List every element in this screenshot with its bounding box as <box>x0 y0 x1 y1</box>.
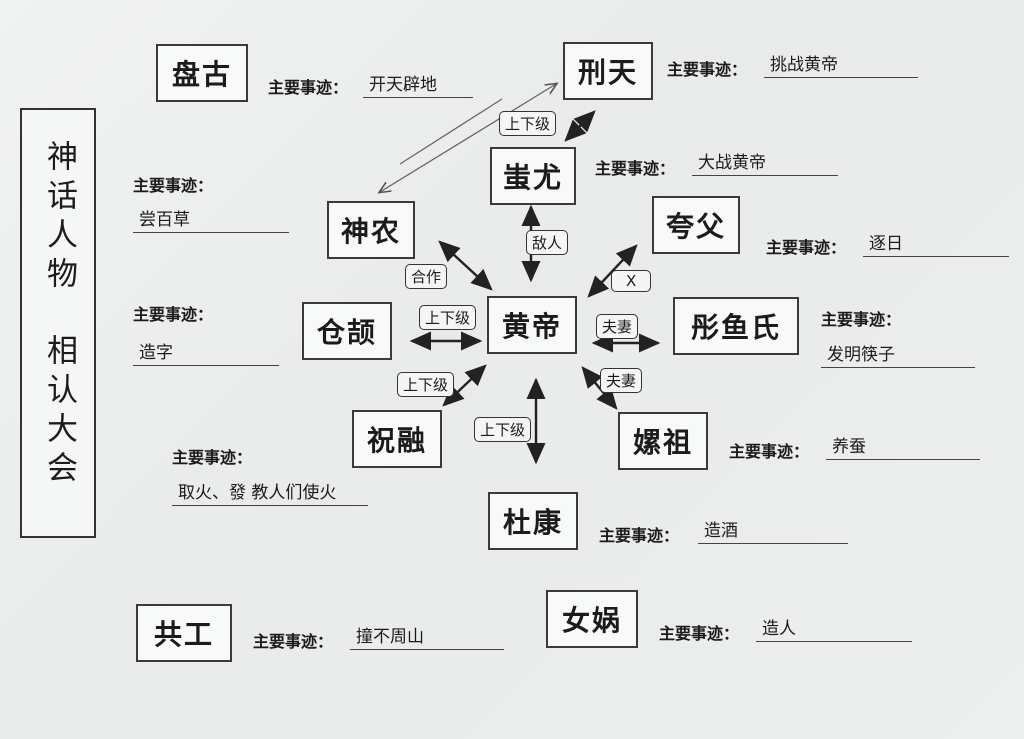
arrow-zhurong-huangdi <box>442 364 487 407</box>
fact-label-zhurong: 主要事迹： <box>172 448 253 467</box>
name-huangdi: 黄帝 <box>501 310 562 343</box>
title-box: 神话人物 相认大会 <box>20 108 96 538</box>
rel-tongyushi-huangdi: 夫妻 <box>596 314 639 339</box>
name-tongyushi: 彤鱼氏 <box>690 311 781 344</box>
box-xingtian: 刑天 <box>563 42 653 100</box>
box-kuafu: 夸父 <box>652 196 740 254</box>
fact-dukang: 造酒 <box>698 516 848 544</box>
rel-kuafu-huangdi: X <box>611 270 652 292</box>
rel-dukang-huangdi: 上下级 <box>474 417 532 442</box>
rel-shennong-xingtian: 上下级 <box>499 111 557 136</box>
name-pangu: 盘古 <box>171 58 232 91</box>
title-line-2: 相认大会 <box>41 334 77 490</box>
fact-label-dukang: 主要事迹： <box>599 526 680 545</box>
rel-leizu-huangdi: 夫妻 <box>600 368 643 393</box>
rel-zhurong-huangdi: 上下级 <box>397 372 455 397</box>
fact-zhurong: 取火、發 教人们使火 <box>172 478 368 506</box>
name-cangjie: 仓颉 <box>316 316 377 349</box>
arrow-shennong-huangdi <box>438 240 493 291</box>
fact-cangjie: 造字 <box>133 338 279 366</box>
fact-kuafu: 逐日 <box>863 229 1009 257</box>
rel-cangjie-huangdi: 上下级 <box>419 305 477 330</box>
fact-pangu: 开天辟地 <box>363 70 473 98</box>
box-huangdi: 黄帝 <box>487 296 577 354</box>
name-leizu: 嫘祖 <box>632 426 693 459</box>
fact-shennong: 尝百草 <box>133 205 289 233</box>
fact-label-leizu: 主要事迹： <box>729 442 810 461</box>
fact-label-nvwa: 主要事迹： <box>659 624 740 643</box>
box-cangjie: 仓颉 <box>302 302 392 360</box>
fact-label-xingtian: 主要事迹： <box>667 60 748 79</box>
box-tongyushi: 彤鱼氏 <box>673 297 799 355</box>
name-gonggong: 共工 <box>153 618 214 651</box>
arrow-shennong-xingtian <box>380 84 556 192</box>
name-zhurong: 祝融 <box>366 424 427 457</box>
title-line-1: 神话人物 <box>41 140 77 296</box>
fact-gonggong: 撞不周山 <box>350 622 504 650</box>
box-leizu: 嫘祖 <box>618 412 708 470</box>
fact-label-gonggong: 主要事迹： <box>253 632 334 651</box>
fact-label-cangjie: 主要事迹： <box>133 305 214 324</box>
box-zhurong: 祝融 <box>352 410 442 468</box>
box-pangu: 盘古 <box>156 44 248 102</box>
fact-label-chiyou: 主要事迹： <box>595 159 676 178</box>
arrow-leizu-huangdi <box>581 366 618 410</box>
box-chiyou: 蚩尤 <box>490 147 576 205</box>
box-shennong: 神农 <box>327 201 415 259</box>
box-dukang: 杜康 <box>488 492 578 550</box>
fact-chiyou: 大战黄帝 <box>692 148 838 176</box>
name-shennong: 神农 <box>340 215 401 248</box>
name-xingtian: 刑天 <box>577 56 638 89</box>
fact-label-tongyushi: 主要事迹： <box>821 310 902 329</box>
name-nvwa: 女娲 <box>561 604 622 637</box>
rel-chiyou-huangdi: 敌人 <box>526 230 569 255</box>
fact-label-shennong: 主要事迹： <box>133 176 214 195</box>
name-chiyou: 蚩尤 <box>502 161 563 194</box>
box-gonggong: 共工 <box>136 604 232 662</box>
arrow-chiyou-xingtian <box>564 110 596 142</box>
fact-label-kuafu: 主要事迹： <box>766 238 847 257</box>
fact-nvwa: 造人 <box>756 614 912 642</box>
fact-leizu: 养蚕 <box>826 432 980 460</box>
fact-tongyushi: 发明筷子 <box>821 340 975 368</box>
arrow-shennong-xingtian-b <box>399 98 503 165</box>
fact-xingtian: 挑战黄帝 <box>764 50 918 78</box>
name-kuafu: 夸父 <box>665 210 726 243</box>
box-nvwa: 女娲 <box>546 590 638 648</box>
rel-shennong-huangdi: 合作 <box>405 264 448 289</box>
name-dukang: 杜康 <box>502 506 563 539</box>
fact-label-pangu: 主要事迹： <box>268 78 349 97</box>
